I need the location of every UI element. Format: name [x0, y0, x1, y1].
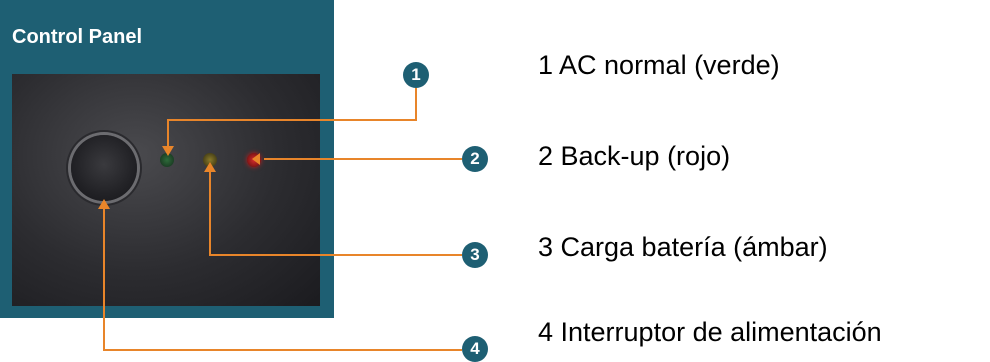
power-button[interactable]: [71, 135, 137, 201]
panel-title: Control Panel: [12, 26, 143, 48]
arrowhead-2: [252, 153, 260, 165]
callout-badge-4: 4: [462, 336, 488, 362]
arrowhead-4: [98, 199, 110, 209]
leader-line-4: [103, 205, 462, 351]
arrowhead-3: [204, 162, 216, 172]
battery-charge-led: [203, 153, 217, 167]
callout-label-3: 3 Carga batería (ámbar): [538, 232, 828, 262]
callout-badge-1: 1: [403, 62, 429, 88]
ac-normal-led: [160, 153, 174, 167]
panel-face: [12, 74, 320, 306]
leader-line-3: [209, 168, 462, 256]
callout-label-2: 2 Back-up (rojo): [538, 141, 731, 171]
callout-label-4: 4 Interruptor de alimentación: [538, 317, 882, 347]
callout-label-1: 1 AC normal (verde): [538, 50, 780, 80]
callout-badge-3: 3: [462, 242, 488, 268]
arrowhead-1: [162, 146, 174, 156]
callout-badge-2: 2: [462, 146, 488, 172]
leader-line-1: [167, 88, 417, 150]
